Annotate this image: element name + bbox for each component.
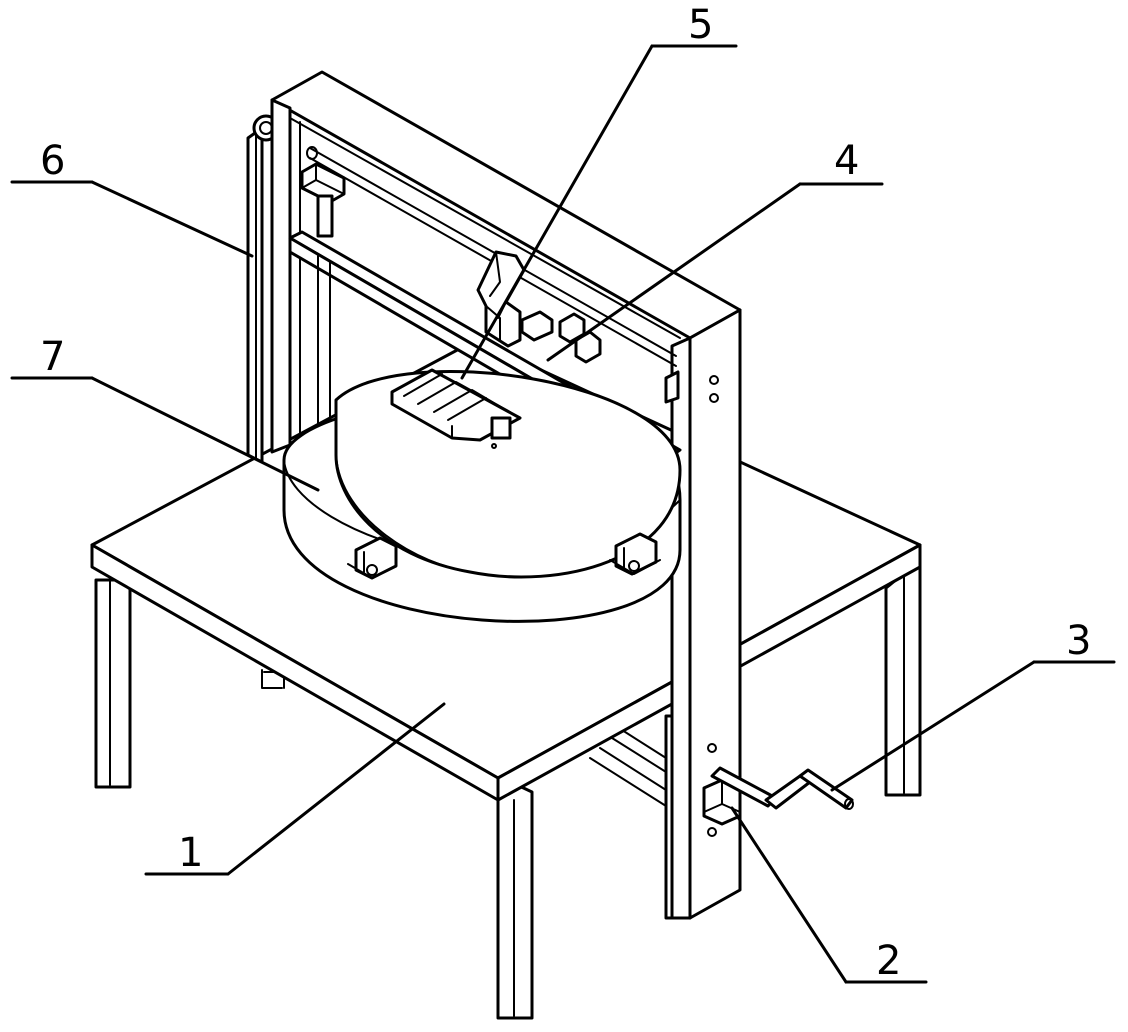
callout-2: 2	[876, 938, 901, 984]
callout-5: 5	[688, 2, 713, 48]
callout-3: 3	[1066, 618, 1091, 664]
callout-4: 4	[834, 138, 859, 184]
callout-6: 6	[40, 138, 65, 184]
callout-1: 1	[178, 830, 203, 876]
leg-front-left	[96, 580, 130, 787]
crank-assembly	[704, 768, 853, 824]
callout-7: 7	[40, 334, 65, 380]
